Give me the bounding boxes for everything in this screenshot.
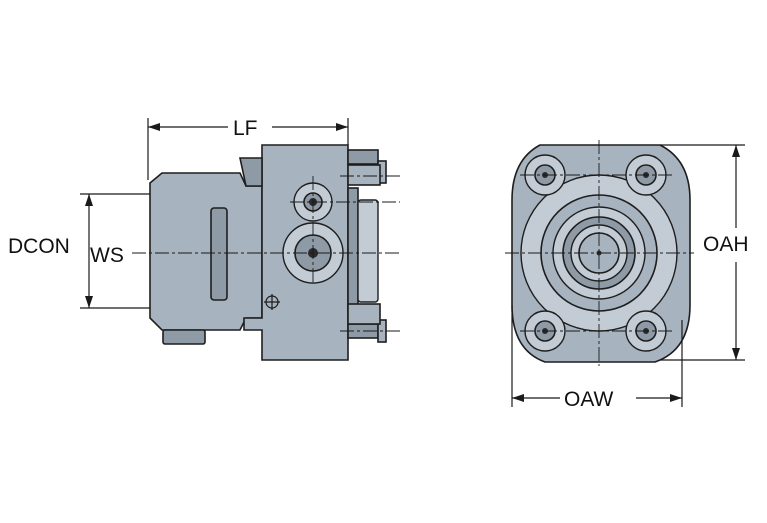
side-view: LF DCON WS [8,117,400,361]
oaw-label: OAW [564,388,614,411]
ws-label: WS [90,244,124,267]
right-flange [347,187,359,311]
lf-label: LF [233,117,258,140]
shank-body [149,172,263,331]
front-view: OAH OAW [505,140,749,411]
top-lip [347,164,381,186]
shank-foot [162,329,206,345]
right-collar [357,199,379,303]
main-body-top-step [239,157,263,187]
bottom-lip [347,303,381,325]
top-bolt [347,149,379,165]
shank-slot [210,207,228,301]
dcon-label: DCON [8,235,70,258]
oah-label: OAH [703,233,749,256]
